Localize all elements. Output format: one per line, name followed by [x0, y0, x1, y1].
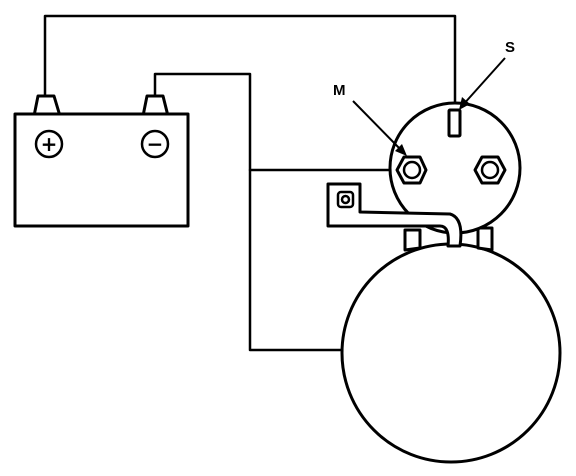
- m-terminal-label: M: [333, 82, 346, 99]
- m-leader-line: [352, 100, 405, 154]
- b-terminal: [473, 155, 507, 185]
- solenoid-mount-right: [476, 226, 494, 252]
- solenoid-mount-left: [403, 228, 422, 252]
- battery-negative-sign: −: [147, 132, 164, 156]
- battery-positive-sign: +: [41, 132, 58, 156]
- m-terminal: [395, 155, 428, 185]
- wire-negative-to-motor: [153, 72, 347, 352]
- wire-positive-to-s-terminal: [43, 14, 457, 110]
- m-leader-arrowhead: [395, 144, 407, 156]
- s-terminal-label: S: [505, 39, 515, 56]
- battery: + −: [13, 94, 190, 228]
- b-terminal-nut-icon: [473, 155, 507, 185]
- battery-negative-terminal: −: [140, 129, 170, 159]
- battery-positive-terminal: +: [34, 129, 64, 159]
- s-terminal: [447, 108, 462, 138]
- motor-strap: [326, 182, 463, 248]
- motor-strap-bolt: [336, 190, 355, 209]
- s-leader-arrowhead: [459, 97, 470, 110]
- m-terminal-nut-icon: [395, 155, 428, 185]
- battery-case: [13, 112, 190, 228]
- starter-motor: [340, 242, 562, 464]
- s-leader-line: [461, 57, 506, 107]
